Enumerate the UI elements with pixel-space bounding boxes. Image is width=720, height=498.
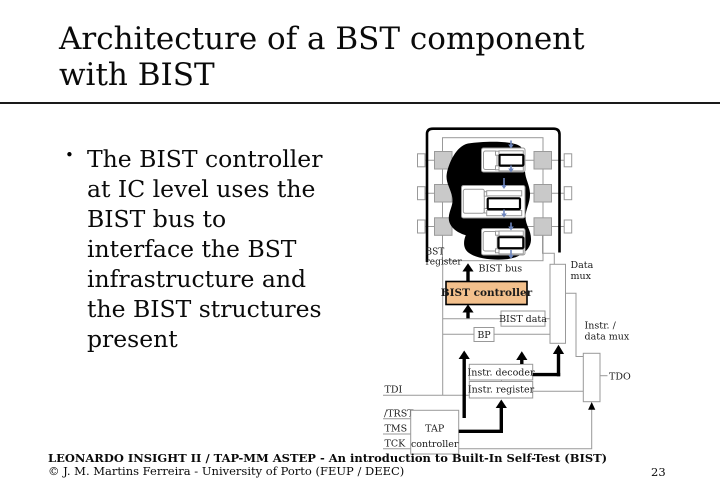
tap-controller-box [410, 409, 460, 455]
bist-bus-arrow [462, 263, 474, 282]
bist-block-bottom [481, 228, 526, 256]
slide-title-line1: Architecture of a BST component [59, 21, 585, 57]
tms-label: TMS [385, 424, 408, 435]
footer-line2: © J. M. Martins Ferreira - University of… [48, 463, 405, 478]
instr-decoder-label: Instr. decoder [467, 368, 535, 379]
bullet-text: The BIST controller at IC level uses the… [87, 144, 322, 354]
mux-clock-arrowhead [588, 402, 596, 410]
ic-pins [417, 153, 573, 234]
tdo-label: TDO [609, 371, 631, 382]
ic-package-outline [425, 127, 561, 262]
title-separator-line [0, 102, 720, 104]
bist-data-box [500, 310, 546, 327]
bist-data-label: BIST data [499, 314, 547, 325]
slide-title-line2: with BIST [59, 57, 215, 93]
scan-path-arrows [501, 140, 514, 259]
footer-line1: LEONARDO INSIGHT II / TAP-MM ASTEP - An … [48, 451, 608, 465]
bullet-marker: • [65, 146, 74, 164]
data-mux-label-line2: mux [571, 271, 592, 282]
bist-controller-label: BIST controller [441, 287, 533, 299]
slide-footer: LEONARDO INSIGHT II / TAP-MM ASTEP - An … [48, 452, 607, 478]
instr-data-mux-label-line1: Instr. / [585, 321, 617, 332]
tap-to-register-arrow [458, 399, 507, 433]
tap-controller-label-line1: TAP [425, 424, 445, 435]
instr-register-label: Instr. register [468, 385, 535, 396]
page-number: 23 [651, 465, 666, 479]
boundary-scan-cells [434, 151, 552, 236]
tap-controller-label-line2: controller [411, 439, 459, 450]
tck-label: TCK [385, 438, 407, 449]
controller-input-arrow [462, 304, 474, 319]
bist-bus-label: BIST bus [479, 264, 523, 275]
tck-out-line [458, 408, 593, 450]
bst-register-label-line1: BST [426, 248, 445, 258]
data-mux-box [549, 263, 566, 344]
bst-register-label-line2: register [426, 258, 463, 268]
instr-data-mux-label-line2: data mux [585, 332, 630, 343]
bullet-text-line: interface the BST [87, 235, 297, 263]
decoder-to-datamux-arrow [532, 344, 565, 377]
bist-block-middle [461, 185, 526, 219]
bp-label: BP [477, 330, 491, 341]
bist-block-top [481, 147, 526, 173]
slide-title: Architecture of a BST component with BIS… [59, 21, 659, 93]
bullet-text-line: present [87, 325, 178, 353]
instr-register-box [468, 381, 534, 399]
bullet-text-line: infrastructure and [87, 265, 307, 293]
data-mux-label-line1: Data [571, 260, 594, 271]
decoder-up-arrow [516, 351, 528, 364]
tdi-label: TDI [385, 384, 403, 395]
bullet-text-line: The BIST controller [87, 145, 323, 173]
bullet-text-line: at IC level uses the [87, 175, 316, 203]
tap-up-arrow [458, 350, 470, 418]
instr-data-mux-box [582, 352, 601, 403]
bullet-text-line: the BIST structures [87, 295, 322, 323]
mux-routing-line [565, 292, 584, 357]
scan-out-line [542, 235, 555, 265]
trst-label: /TRST [384, 408, 414, 419]
bp-box [473, 327, 495, 342]
bullet-text-line: BIST bus to [87, 205, 227, 233]
bist-controller-box [445, 280, 528, 306]
